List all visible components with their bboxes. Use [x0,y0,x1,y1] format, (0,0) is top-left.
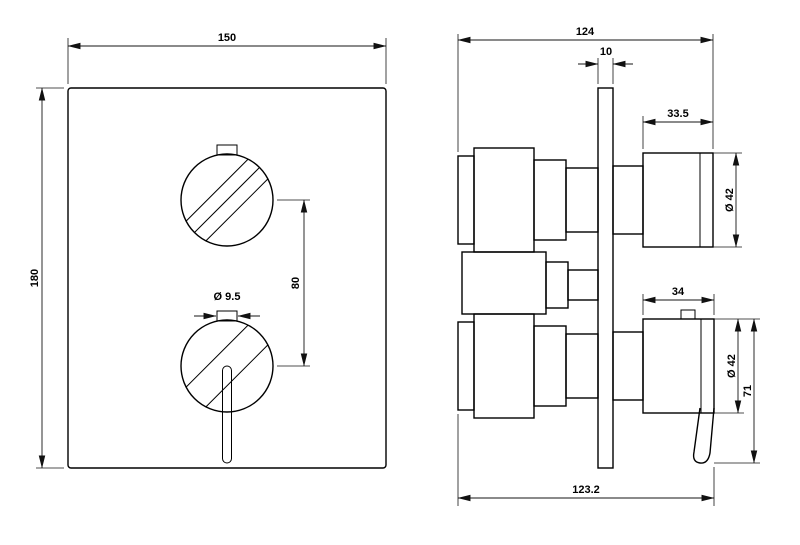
dim-label-center-distance: 80 [290,277,302,289]
dim-label-pin-diameter: Ø 9.5 [214,291,241,303]
valve-body-top-main [473,147,535,253]
dim-label-rough-in-depth: 123.2 [572,484,600,496]
valve-body-bottom-main [473,313,535,419]
valve-body-bottom-endcap [457,321,475,411]
valve-body-bottom-neck [565,333,599,399]
dim-label-top-knob-diameter: Ø 42 [724,188,736,212]
top-knob-grip-line [185,158,249,222]
dim-label-front-height: 180 [29,269,41,287]
top-knob-pin-front [216,144,238,156]
top-knob-front [180,153,274,247]
top-knob-grip-line [205,178,269,242]
bottom-knob-lever-side [692,407,715,464]
dim-label-front-width: 150 [218,32,236,44]
dim-label-total-depth: 124 [576,26,595,38]
front-plate-outline [67,87,387,469]
top-knob-grip-line [194,167,260,233]
wall-plate-side [597,87,614,469]
valve-body-middle-block [461,251,547,315]
dim-label-lever-drop: 71 [742,385,754,397]
dim-label-bottom-knob-depth: 34 [672,286,685,298]
bottom-knob-stem-side [612,331,644,401]
valve-body-middle-stub [545,261,569,309]
valve-body-top-endcap [457,155,475,245]
bottom-knob-front [180,319,274,413]
dim-label-top-knob-depth: 33.5 [667,108,688,120]
bottom-knob-grip-line [185,324,249,388]
bottom-knob-grip-line [205,344,269,408]
side-view: 124 10 33.5 Ø 42 34 Ø 42 71 12 [457,26,760,506]
valve-body-top-step [533,159,567,241]
top-knob-side [642,152,714,248]
dim-label-bottom-knob-diameter: Ø 42 [726,354,738,378]
top-knob-stem-side [612,165,644,235]
valve-body-top-neck [565,167,599,233]
bottom-knob-pin-side [680,309,696,320]
bottom-knob-lever-front [222,365,232,464]
valve-body-bottom-step [533,325,567,407]
front-view: 150 180 80 Ø 9.5 [29,32,387,469]
bottom-knob-side [642,318,715,414]
dim-label-plate-thickness: 10 [600,46,612,58]
bottom-knob-pin-front [216,310,238,322]
valve-body-middle-outlet [567,269,599,301]
